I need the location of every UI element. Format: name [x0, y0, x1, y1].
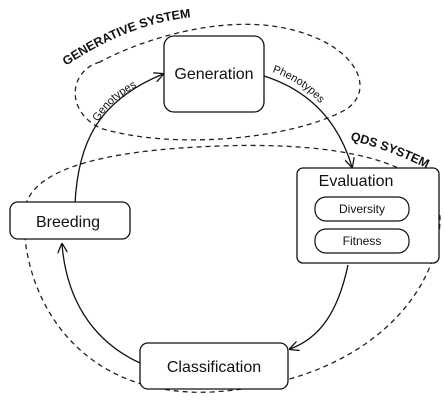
evaluation-label: Evaluation [319, 173, 394, 190]
evaluation-node: Evaluation Diversity Fitness [296, 167, 440, 264]
generation-node: Generation [163, 35, 265, 113]
breeding-node: Breeding [9, 201, 131, 240]
genotypes-label: Genotypes [90, 79, 138, 124]
qds-system-label: QDS SYSTEM [349, 129, 431, 171]
generation-label: Generation [174, 66, 253, 83]
phenotypes-label: Phenotypes [271, 64, 327, 106]
diversity-pill: Diversity [314, 196, 410, 222]
classification-label: Classification [167, 359, 261, 376]
diversity-label: Diversity [339, 202, 385, 216]
fitness-pill: Fitness [314, 228, 410, 254]
breeding-to-generation-arrow [74, 74, 163, 205]
breeding-label: Breeding [36, 214, 100, 231]
generation-to-evaluation-arrow [263, 75, 352, 167]
fitness-label: Fitness [343, 234, 382, 248]
classification-to-breeding-arrow [62, 244, 141, 364]
classification-node: Classification [139, 342, 289, 390]
generative-system-outline [74, 23, 361, 141]
evaluation-to-classification-arrow [290, 264, 349, 349]
